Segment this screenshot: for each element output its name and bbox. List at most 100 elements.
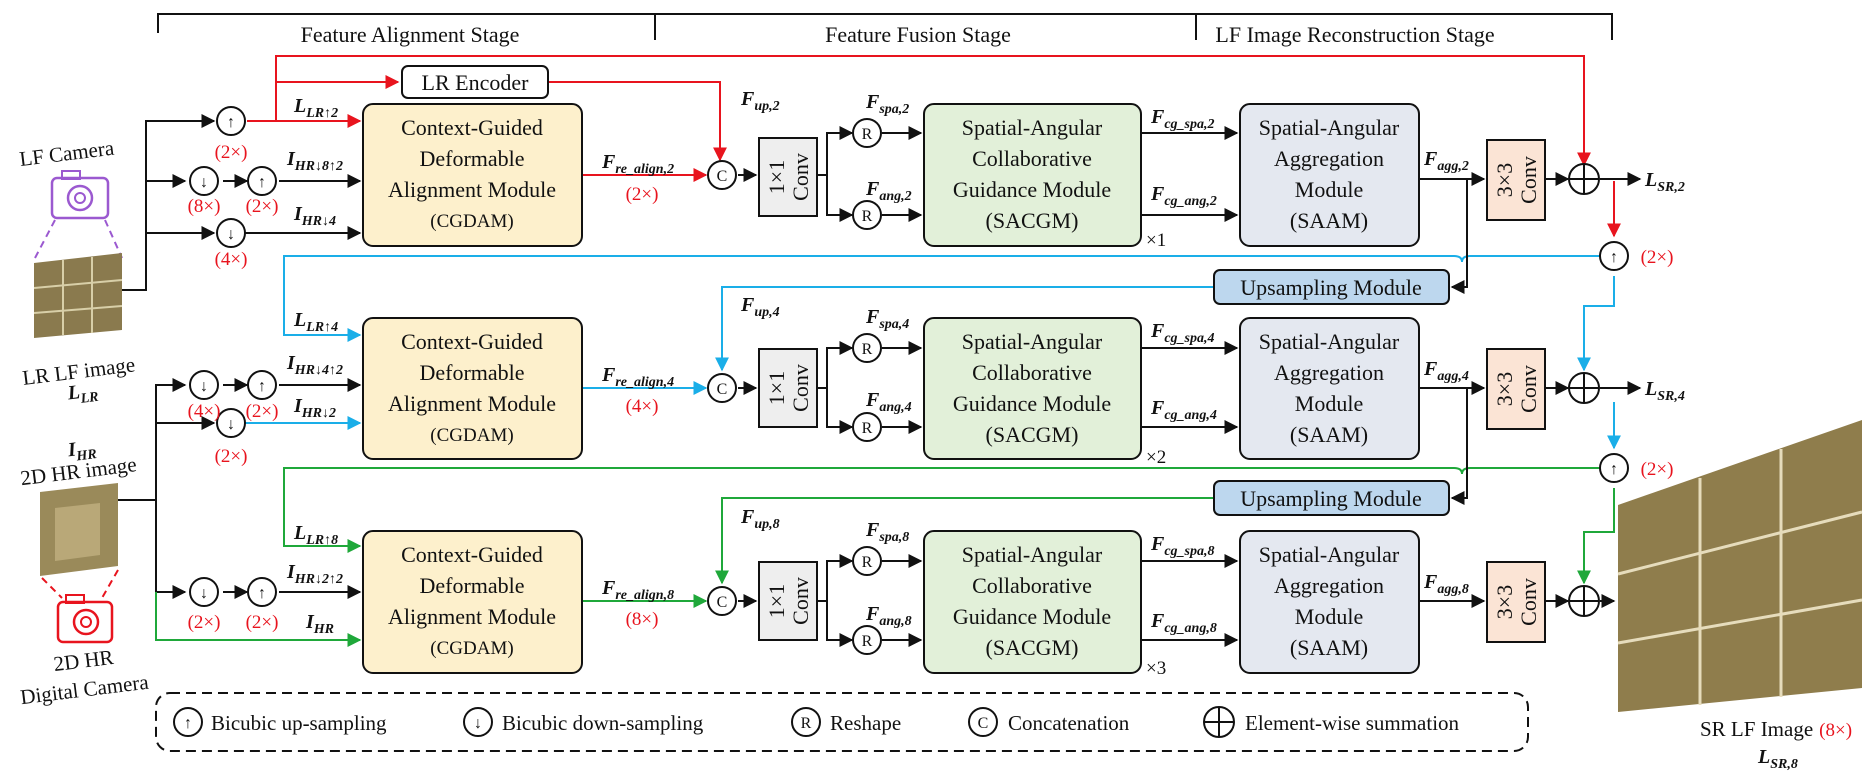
- conv1x1-1: 1×1Conv: [758, 137, 818, 217]
- sacgm-abbr: (SACGM): [986, 422, 1079, 447]
- var-label: Fspa,8: [865, 519, 909, 545]
- upsampling-module-2: Upsampling Module: [1213, 480, 1450, 516]
- saam-label: Spatial-Angular: [1259, 329, 1400, 354]
- var-label: Fcg_ang,2: [1150, 183, 1217, 209]
- var-label: Fcg_spa,4: [1150, 320, 1215, 346]
- var-label: LSR,4: [1644, 378, 1685, 404]
- legend-up-label: Bicubic up-sampling: [211, 711, 387, 735]
- sacgm-module-3: Spatial-Angular Collaborative Guidance M…: [923, 530, 1142, 674]
- saam-module-2: Spatial-Angular Aggregation Module (SAAM…: [1239, 317, 1420, 460]
- concat-op-icon: [707, 586, 737, 616]
- legend-down-icon: [463, 707, 493, 737]
- upsample-op-icon: [1599, 241, 1629, 271]
- sacgm-label: Spatial-Angular: [962, 329, 1103, 354]
- op-symbol: R: [862, 126, 873, 143]
- var-label: Fre_align,4: [601, 364, 674, 390]
- cgdam-abbr: (CGDAM): [430, 638, 513, 659]
- fusion-wiring: [738, 126, 1642, 647]
- sacgm-abbr: (SACGM): [986, 635, 1079, 660]
- scale-label: (2×): [626, 184, 659, 205]
- scale-label: (4×): [215, 249, 248, 270]
- op-symbol: C: [717, 594, 728, 611]
- op-symbol: R: [862, 554, 873, 571]
- conv3x3-label: 3×3Conv: [1492, 578, 1541, 626]
- stage-reconstruction-title: LF Image Reconstruction Stage: [1215, 22, 1494, 47]
- scale-label: (2×): [1641, 459, 1674, 480]
- downsample-op-icon: [189, 370, 219, 400]
- op-symbol: ↑: [258, 174, 266, 191]
- upsample-op-icon: [216, 106, 246, 136]
- hr-camera-icon: [41, 569, 119, 644]
- op-symbol: R: [862, 208, 873, 225]
- sr-lf-image: SR LF Image(8×) LSR,8: [1617, 420, 1863, 772]
- sacgm-label: Collaborative: [972, 360, 1092, 385]
- sacgm-label: Spatial-Angular: [962, 115, 1103, 140]
- sr-lf-image-label: SR LF Image(8×): [1700, 717, 1852, 741]
- lf-camera-icon: [34, 170, 123, 259]
- downsample-op-icon: [189, 577, 219, 607]
- var-label: Fre_align,8: [601, 577, 674, 603]
- concat-op-icon: [707, 160, 737, 190]
- saam-label: Aggregation: [1274, 573, 1384, 598]
- op-symbol: ↑: [227, 114, 235, 131]
- reshape-op-icon: [852, 546, 882, 576]
- upsample-op-icon: [247, 370, 277, 400]
- reshape-op-icon: [852, 118, 882, 148]
- lr-lf-image-symbol: LLR: [65, 379, 99, 409]
- legend-concat-icon: [968, 707, 998, 737]
- stage-fusion-title: Feature Fusion Stage: [825, 22, 1011, 47]
- conv1x1-3: 1×1Conv: [758, 561, 818, 641]
- scale-label: (2×): [215, 446, 248, 467]
- scale-label: (2×): [246, 401, 279, 422]
- conv3x3-label: 3×3Conv: [1492, 365, 1541, 413]
- var-label: LSR,2: [1644, 169, 1685, 195]
- saam-label: Module: [1295, 391, 1363, 416]
- op-symbol: C: [978, 715, 989, 732]
- var-label: Fcg_spa,2: [1150, 106, 1215, 132]
- legend-down-label: Bicubic down-sampling: [502, 711, 704, 735]
- scale-label: (4×): [626, 396, 659, 417]
- sum-crosses: [1569, 164, 1599, 616]
- var-label: Fagg,2: [1423, 148, 1469, 174]
- conv1x1-label: 1×1Conv: [764, 153, 813, 201]
- conv1x1-2: 1×1Conv: [758, 348, 818, 428]
- var-label: Fang,4: [865, 389, 912, 415]
- var-label: Fup,2: [740, 88, 780, 114]
- upsampling-label: Upsampling Module: [1240, 486, 1422, 511]
- var-label: IHR↓4: [293, 203, 336, 229]
- cgdam-module-3: Context-Guided Deformable Alignment Modu…: [362, 530, 583, 674]
- lr-encoder-label: LR Encoder: [422, 70, 530, 95]
- saam-abbr: (SAAM): [1290, 422, 1368, 447]
- var-label: Fagg,4: [1423, 358, 1469, 384]
- op-symbol: ↑: [258, 378, 266, 395]
- legend-reshape-label: Reshape: [830, 711, 901, 735]
- op-symbol: ↑: [184, 715, 192, 732]
- scale-label: (2×): [246, 612, 279, 633]
- saam-label: Spatial-Angular: [1259, 115, 1400, 140]
- lf-camera-label: LF Camera: [18, 136, 116, 171]
- saam-label: Module: [1295, 177, 1363, 202]
- var-label: IHR↓4↑2: [286, 352, 343, 378]
- cgdam-module-1: Context-Guided Deformable Alignment Modu…: [362, 103, 583, 247]
- cgdam-label: Deformable: [419, 573, 524, 598]
- legend-concat-label: Concatenation: [1008, 711, 1130, 735]
- legend: ↑ Bicubic up-sampling ↓ Bicubic down-sam…: [155, 692, 1529, 752]
- scale-labels: (2×) (8×) (2×) (4×) (2×) (4×) (2×) (2×) …: [188, 142, 1674, 633]
- legend-up-icon: [173, 707, 203, 737]
- reshape-op-icon: [852, 625, 882, 655]
- sacgm-label: Spatial-Angular: [962, 542, 1103, 567]
- var-label: Fagg,8: [1423, 571, 1469, 597]
- cgdam-module-2: Context-Guided Deformable Alignment Modu…: [362, 317, 583, 460]
- input-panel: LF Camera LR LF image LLR IHR 2D HR imag…: [18, 136, 150, 710]
- var-label: Fcg_ang,4: [1150, 397, 1217, 423]
- cgdam-label: Alignment Module: [388, 391, 556, 416]
- op-symbol: R: [862, 341, 873, 358]
- var-label: IHR: [305, 611, 334, 637]
- cgdam-label: Deformable: [419, 146, 524, 171]
- saam-abbr: (SAAM): [1290, 635, 1368, 660]
- reshape-op-icon: [852, 333, 882, 363]
- op-symbol: ↓: [474, 715, 482, 732]
- cgdam-abbr: (CGDAM): [430, 425, 513, 446]
- upsample-op-icon: [247, 166, 277, 196]
- var-label: Fspa,2: [865, 91, 909, 117]
